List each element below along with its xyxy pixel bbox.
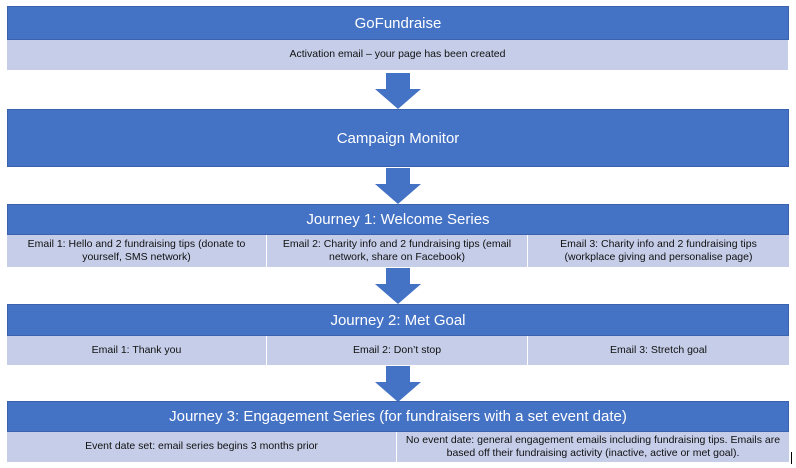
- journey-3-header: Journey 3: Engagement Series (for fundra…: [7, 401, 789, 432]
- journey-2-email-3: Email 3: Stretch goal: [528, 336, 789, 365]
- down-arrow-icon: [375, 268, 421, 304]
- journey-1-email-1: Email 1: Hello and 2 fundraising tips (d…: [7, 235, 267, 267]
- journey-1-header: Journey 1: Welcome Series: [7, 204, 789, 235]
- journey-3-no-event-date: No event date: general engagement emails…: [397, 432, 789, 462]
- down-arrow-icon: [375, 168, 421, 204]
- activation-email-box: Activation email – your page has been cr…: [7, 40, 789, 70]
- journey-1-email-2: Email 2: Charity info and 2 fundraising …: [267, 235, 528, 267]
- journey-3-event-date-set: Event date set: email series begins 3 mo…: [7, 432, 397, 462]
- journey-1-email-3: Email 3: Charity info and 2 fundraising …: [528, 235, 789, 267]
- journey-2-email-2: Email 2: Don’t stop: [267, 336, 528, 365]
- gofundraise-header: GoFundraise: [7, 6, 789, 40]
- text-cursor: [791, 452, 792, 464]
- journey-2-header: Journey 2: Met Goal: [7, 304, 789, 336]
- campaign-monitor-header: Campaign Monitor: [7, 109, 789, 167]
- down-arrow-icon: [375, 366, 421, 402]
- down-arrow-icon: [375, 73, 421, 109]
- journey-2-email-1: Email 1: Thank you: [7, 336, 267, 365]
